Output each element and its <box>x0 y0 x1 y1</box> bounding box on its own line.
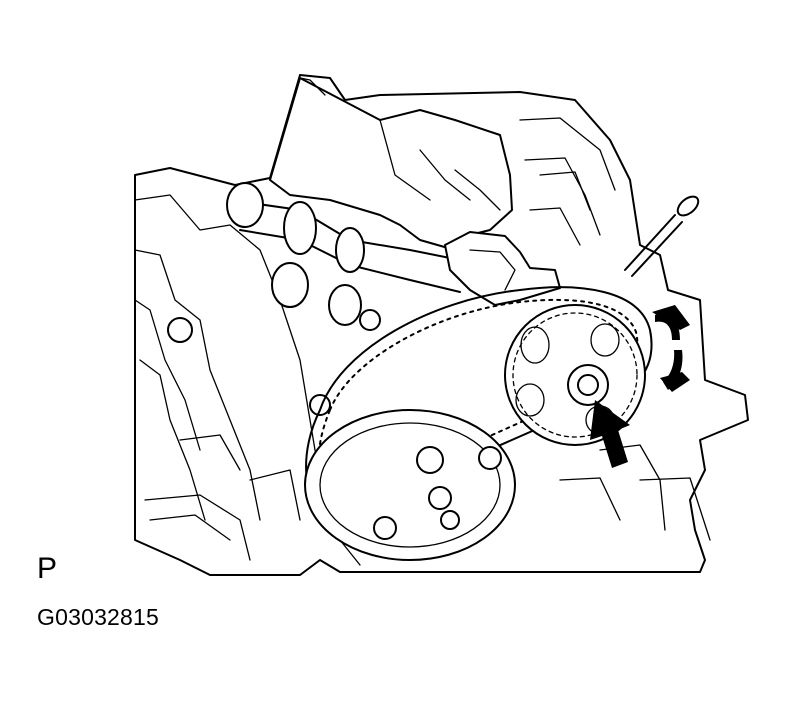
timing-pulley <box>304 409 516 561</box>
pointer-arrow-icon <box>590 400 630 468</box>
view-letter: P <box>37 552 58 585</box>
figure-code: G03032815 <box>37 604 160 630</box>
cam-sprocket <box>504 304 646 446</box>
wrench <box>444 231 561 306</box>
dipstick <box>624 195 700 277</box>
camshaft <box>167 182 471 416</box>
rotation-arrow-icon <box>652 305 690 392</box>
